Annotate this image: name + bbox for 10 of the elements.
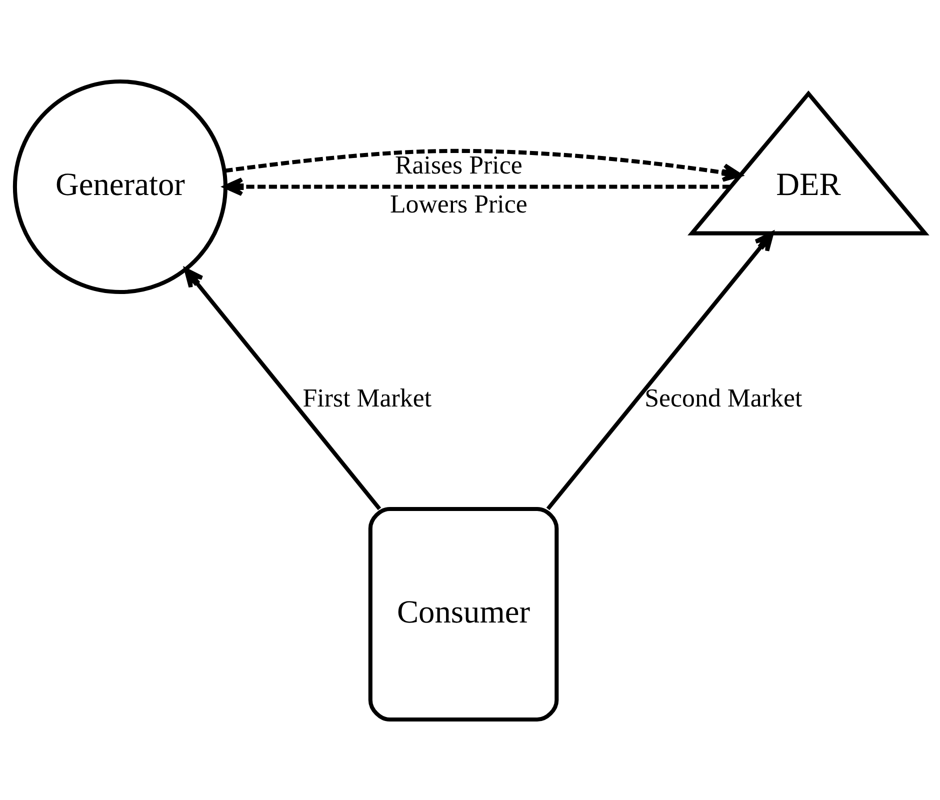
arrow bbox=[224, 148, 742, 182]
edge-label: Lowers Price bbox=[390, 188, 528, 218]
arrow bbox=[546, 231, 774, 510]
edge-label: Raises Price bbox=[394, 150, 522, 179]
node-box: Consumer bbox=[368, 506, 559, 722]
edge-label: First Market bbox=[302, 383, 432, 412]
arrow bbox=[184, 267, 382, 510]
node-circle: Generator bbox=[12, 78, 228, 294]
edge-label: Second Market bbox=[644, 383, 802, 412]
arrow bbox=[223, 176, 730, 196]
